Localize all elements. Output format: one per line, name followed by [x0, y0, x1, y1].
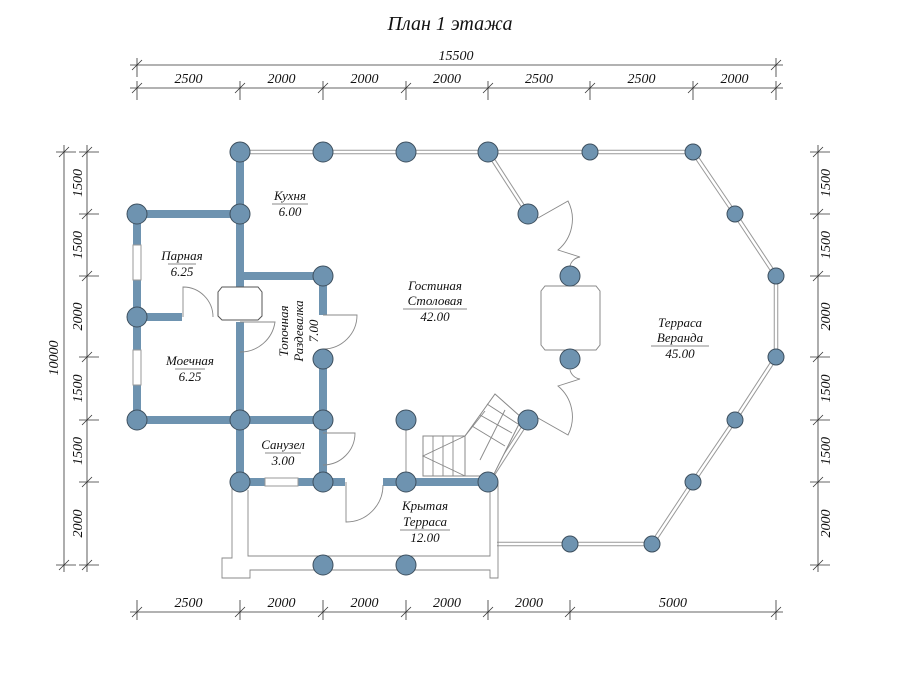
column [229, 203, 251, 225]
column [312, 554, 334, 576]
column [767, 267, 785, 285]
overall-width-label: 15500 [439, 49, 474, 64]
room-area: 7.00 [306, 319, 321, 342]
dimension-label-right: 2000 [819, 303, 834, 331]
room-name: Парная [160, 248, 202, 263]
column [126, 409, 148, 431]
dimension-label-left: 2000 [71, 303, 86, 331]
dimension-label-top: 2500 [525, 72, 553, 87]
column [684, 143, 702, 161]
dimension-label-left: 1500 [71, 437, 86, 465]
dimension-label-top: 2500 [175, 72, 203, 87]
dimension-label-bottom: 2000 [351, 596, 379, 611]
dimension-label-right: 2000 [819, 510, 834, 538]
dimension-label-top: 2000 [351, 72, 379, 87]
room-name: Терраса [658, 315, 702, 330]
column [312, 265, 334, 287]
column [726, 411, 744, 429]
column [581, 143, 599, 161]
room-area: 6.00 [279, 204, 302, 219]
column [229, 409, 251, 431]
room-living: Гостиная Столовая 42.00 [403, 278, 467, 324]
column [517, 203, 539, 225]
plan-title: План 1 этажа [387, 13, 513, 35]
staircase [405, 393, 523, 477]
room-area: 6.25 [179, 369, 202, 384]
fireplace [540, 285, 601, 351]
column [517, 409, 539, 431]
windows [132, 244, 299, 487]
room-area: 6.25 [171, 264, 194, 279]
dimension-label-right: 1500 [819, 437, 834, 465]
room-name: Моечная [165, 353, 214, 368]
dimension-label-bottom: 2000 [268, 596, 296, 611]
room-name: Раздевалка [291, 300, 306, 363]
overall-height-label: 10000 [47, 341, 62, 376]
dimension-label-top: 2500 [628, 72, 656, 87]
column [312, 471, 334, 493]
room-name: Гостиная [407, 278, 462, 293]
column [726, 205, 744, 223]
room-steam: Парная 6.25 [160, 248, 202, 279]
room-area: 3.00 [271, 453, 295, 468]
column [312, 409, 334, 431]
dimension-label-bottom: 2000 [433, 596, 461, 611]
room-name: Кухня [273, 188, 306, 203]
column [395, 554, 417, 576]
room-name: Терраса [403, 514, 447, 529]
doors[interactable] [182, 200, 581, 523]
dimension-label-bottom: 2500 [175, 596, 203, 611]
dimension-label-left: 1500 [71, 375, 86, 403]
dimension-label-left: 1500 [71, 231, 86, 259]
column [395, 471, 417, 493]
room-wash: Моечная 6.25 [165, 353, 214, 384]
room-name: Топочная [276, 305, 291, 356]
room-name: Веранда [657, 330, 704, 345]
dimension-label-bottom: 5000 [659, 596, 687, 611]
dimension-label-left: 1500 [71, 169, 86, 197]
dimension-label-top: 2000 [433, 72, 461, 87]
column [229, 471, 251, 493]
stove [217, 286, 263, 321]
column [395, 409, 417, 431]
dimension-lines [56, 58, 830, 620]
room-furnace: Топочная Раздевалка 7.00 [276, 300, 321, 363]
dimension-label-top: 2000 [721, 72, 749, 87]
dimension-label-right: 1500 [819, 169, 834, 197]
column [559, 348, 581, 370]
room-bath: Санузел 3.00 [261, 437, 305, 468]
column [767, 348, 785, 366]
room-name: Санузел [261, 437, 305, 452]
room-kitchen: Кухня 6.00 [272, 188, 308, 219]
column [229, 141, 251, 163]
room-area: 45.00 [665, 346, 695, 361]
room-name: Столовая [408, 293, 463, 308]
column [559, 265, 581, 287]
column [684, 473, 702, 491]
covered-terrace-outline [221, 482, 499, 579]
room-name: Крытая [401, 498, 448, 513]
room-covered-terrace: Крытая Терраса 12.00 [400, 498, 450, 545]
dimension-label-left: 2000 [71, 510, 86, 538]
column [561, 535, 579, 553]
column [126, 306, 148, 328]
column [643, 535, 661, 553]
dimension-label-right: 1500 [819, 375, 834, 403]
dimension-label-top: 2000 [268, 72, 296, 87]
room-area: 42.00 [420, 309, 450, 324]
room-area: 12.00 [410, 530, 440, 545]
column [312, 141, 334, 163]
room-veranda: Терраса Веранда 45.00 [651, 315, 709, 361]
column [312, 348, 334, 370]
column [395, 141, 417, 163]
dimension-label-bottom: 2000 [515, 596, 543, 611]
column [477, 141, 499, 163]
column [126, 203, 148, 225]
column [477, 471, 499, 493]
columns [126, 141, 785, 576]
dimension-label-right: 1500 [819, 231, 834, 259]
